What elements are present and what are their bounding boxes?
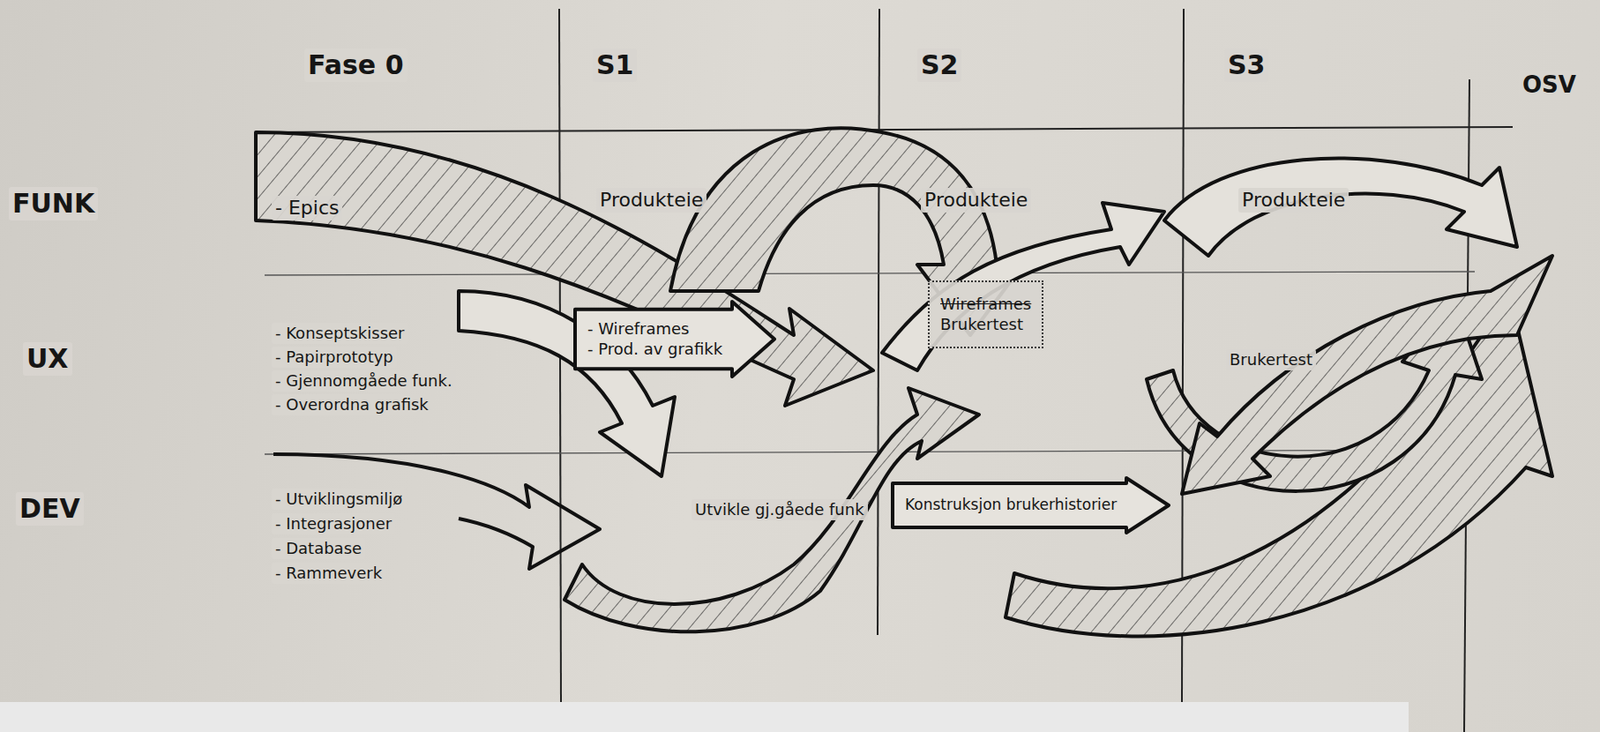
role-label: Produkteie (920, 187, 1032, 213)
list-item: - Konseptskisser (271, 322, 409, 344)
dotted-box: WireframesBrukertest (927, 280, 1044, 349)
grey-strip (0, 702, 1409, 732)
arrow-outline (575, 301, 775, 377)
arrow-outline (892, 478, 1169, 533)
column-header: Fase 0 (304, 48, 408, 83)
arrow-node: - Wireframes- Prod. av grafikk (573, 299, 777, 379)
row-header: FUNK (8, 186, 98, 221)
column-header: S2 (917, 48, 962, 83)
column-header: S3 (1224, 48, 1269, 83)
node-text: Wireframes (940, 294, 1032, 315)
node-text: - Prod. av grafikk (587, 339, 724, 360)
list-item: - Database (271, 538, 366, 560)
list-item: - Gjennomgåede funk. (271, 370, 457, 392)
node-text: - Wireframes (587, 319, 724, 340)
column-header: S1 (592, 48, 637, 83)
row-header: UX (22, 342, 73, 376)
node-text: Brukertest (940, 314, 1032, 336)
list-item: - Epics (271, 195, 343, 221)
role-label: Produkteie (1238, 187, 1349, 213)
list-item: - Integrasjoner (271, 513, 396, 535)
node-text: Konstruksjon brukerhistorier (904, 495, 1118, 515)
list-item: - Overordna grafisk (271, 394, 433, 416)
task-label: Brukertest (1226, 349, 1316, 371)
row-header: DEV (15, 492, 84, 526)
list-item: - Rammeverk (271, 562, 386, 584)
role-label: Produkteie (596, 187, 707, 213)
column-header: OSV (1518, 70, 1580, 100)
arrow-node: Konstruksjon brukerhistorier (890, 476, 1171, 535)
list-item: - Utviklingsmiljø (271, 488, 406, 510)
list-item: - Papirprototyp (271, 346, 397, 368)
task-label: Utvikle gj.gåede funk (691, 499, 868, 521)
